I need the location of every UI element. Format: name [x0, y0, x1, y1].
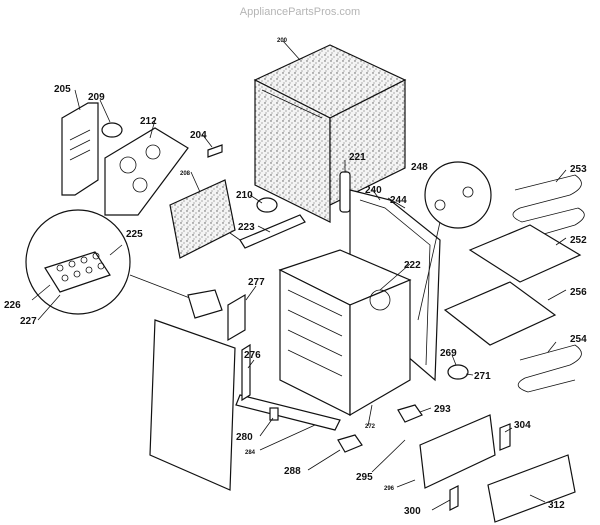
label-200: 200	[277, 38, 288, 44]
part-number-labels: 200 205 209 212 204 208 210 221 223 240 …	[4, 38, 587, 517]
heating-element-top-part	[512, 174, 585, 239]
label-276: 276	[244, 350, 261, 361]
leader-lines	[31, 40, 567, 511]
block-288-part	[337, 434, 363, 453]
label-248: 248	[411, 162, 428, 173]
label-256: 256	[570, 287, 587, 298]
label-221: 221	[349, 152, 366, 163]
label-295: 295	[356, 472, 373, 483]
label-253: 253	[570, 164, 587, 175]
label-212: 212	[140, 116, 157, 127]
label-304: 304	[514, 420, 531, 431]
label-280: 280	[236, 432, 253, 443]
watermark: AppliancePartsPros.com	[240, 6, 360, 18]
label-271: 271	[474, 371, 491, 382]
label-240: 240	[365, 185, 382, 196]
bracket-277-part	[227, 293, 246, 342]
leg-part	[241, 343, 251, 402]
terminal-part	[187, 289, 223, 319]
control-panel-part	[104, 127, 189, 216]
label-252: 252	[570, 235, 587, 246]
rack-252-part	[468, 224, 582, 283]
label-288: 288	[284, 466, 301, 477]
insulation-cover-part	[253, 44, 407, 223]
lamp-detail	[417, 161, 492, 321]
label-223: 223	[238, 222, 255, 233]
knob-part	[101, 122, 123, 138]
label-300: 300	[404, 506, 421, 517]
side-panel-part	[149, 319, 236, 491]
label-210: 210	[236, 190, 253, 201]
heating-element-bottom-part	[517, 344, 582, 393]
label-226: 226	[4, 300, 21, 311]
foot-part	[269, 407, 279, 421]
hinge-300-part	[449, 485, 459, 511]
label-225: 225	[126, 229, 143, 240]
hinge-304-part	[499, 423, 511, 451]
label-222: 222	[404, 260, 421, 271]
insulation-pad-part	[169, 179, 236, 259]
label-209: 209	[88, 92, 105, 103]
label-272: 272	[365, 424, 376, 430]
clip-part	[207, 144, 223, 158]
block-293-part	[397, 404, 423, 423]
label-227: 227	[20, 316, 37, 327]
label-312: 312	[548, 500, 565, 511]
label-254: 254	[570, 334, 587, 345]
label-208: 208	[180, 171, 191, 177]
drawer-front-part	[487, 454, 576, 523]
terminal-block-detail	[25, 209, 196, 315]
label-244: 244	[390, 195, 407, 206]
label-269: 269	[440, 348, 457, 359]
drawer-panel-part	[419, 414, 496, 489]
label-204: 204	[190, 130, 207, 141]
label-293: 293	[434, 404, 451, 415]
rail-part	[239, 214, 306, 249]
base-rail-part	[235, 394, 341, 431]
label-296: 296	[384, 486, 395, 492]
probe-part	[339, 171, 351, 213]
label-277: 277	[248, 277, 265, 288]
label-205: 205	[54, 84, 71, 95]
rack-256-part	[443, 281, 557, 346]
knob-210-part	[256, 197, 278, 213]
side-bracket-part	[61, 102, 99, 196]
oven-cavity-part	[278, 249, 412, 417]
label-284: 284	[245, 450, 256, 456]
lamp-part	[447, 364, 469, 380]
